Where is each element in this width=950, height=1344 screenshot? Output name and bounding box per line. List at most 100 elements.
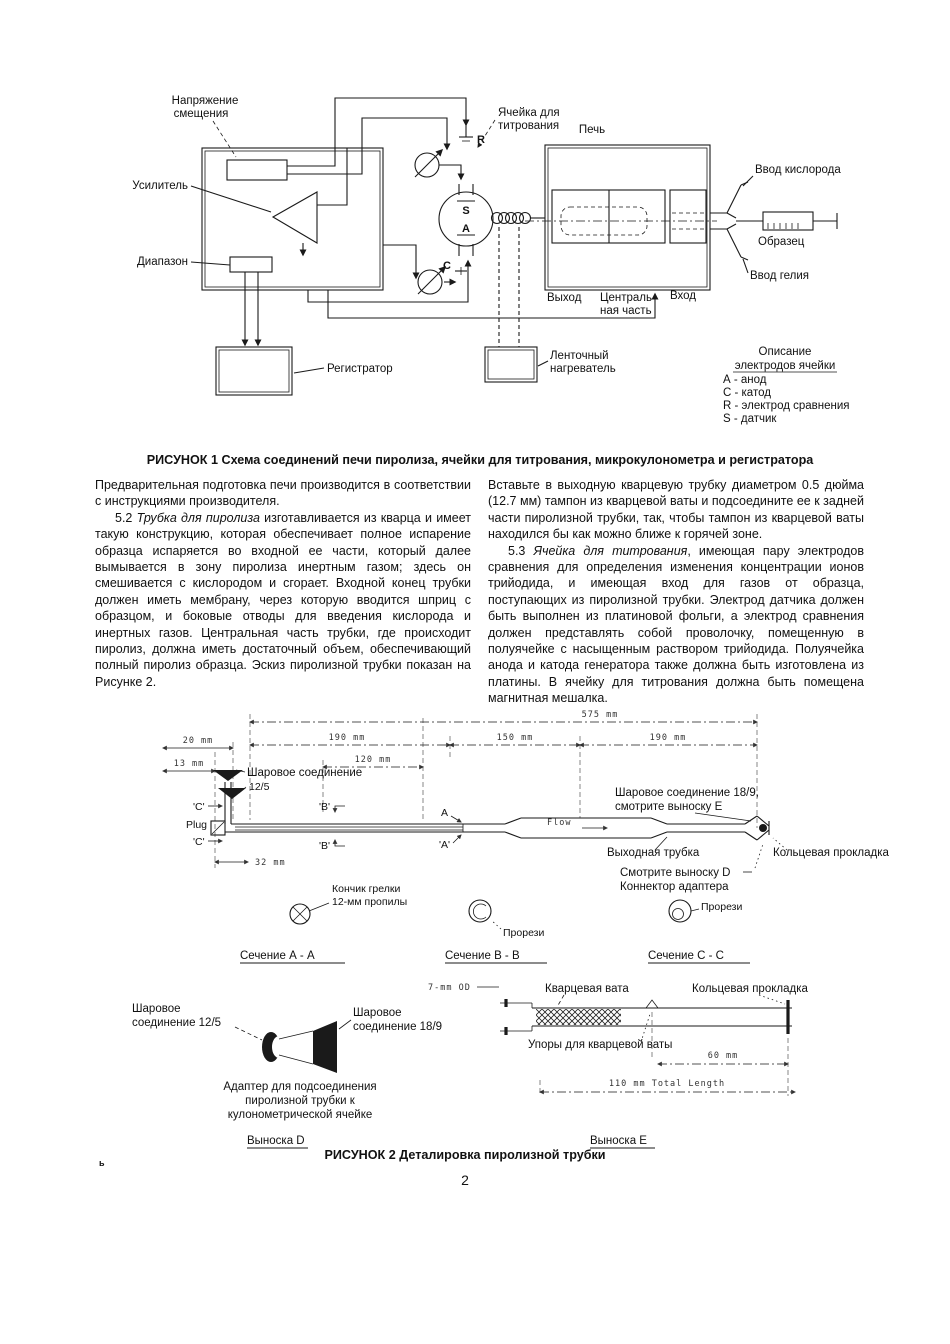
- heater-tip-label-line2: 12-мм пропилы: [332, 896, 407, 908]
- dim-20mm: 20 mm: [183, 736, 214, 746]
- inlet-y-tube: [710, 181, 763, 261]
- paragraph: 5.2 Трубка для пиролиза изготавливается …: [95, 510, 471, 689]
- recorder-box: [215, 346, 293, 396]
- slots-label-b: Прорези: [503, 927, 544, 939]
- b-marker-top-line: [332, 805, 345, 813]
- adapter-connector-leader: [754, 843, 764, 869]
- b-marker-bottom: 'B': [319, 840, 330, 852]
- oxygen-inlet-label: Ввод кислорода: [755, 164, 841, 176]
- helium-inlet-label: Ввод гелия: [750, 270, 809, 282]
- electrode-desc-title-line1: Описание: [759, 346, 812, 358]
- adapter-caption-line1: Адаптер для подсоединения: [223, 1081, 376, 1093]
- oxygen-leader-line: [742, 175, 754, 187]
- recorder-leader-line: [293, 367, 325, 374]
- wool-supports-label: Упоры для кварцевой ваты: [528, 1039, 672, 1051]
- plug-label: Plug: [186, 819, 207, 831]
- bias-voltage-label-line2: смещения: [174, 108, 229, 120]
- section-b-title: Сечение В - В: [445, 950, 520, 962]
- range-box: [229, 256, 273, 273]
- anode-terminal: A: [462, 223, 470, 235]
- adapter-connector-label: Коннектор адаптера: [620, 881, 729, 893]
- dimension-lines: [162, 714, 758, 868]
- ball12-leader-2: [238, 786, 247, 794]
- cell-leader-line: [477, 119, 496, 148]
- outlet-tube-leader: [654, 836, 668, 851]
- electrode-item-anode: А - анод: [723, 374, 767, 386]
- sample-syringe: [762, 211, 838, 231]
- slots-label-c: Прорези: [701, 901, 742, 913]
- inlet-label: Вход: [670, 290, 696, 302]
- quartz-wool-label: Кварцевая вата: [545, 983, 629, 995]
- dim-13mm: 13 mm: [174, 759, 205, 769]
- dim-110mm: 110 mm Total Length: [609, 1079, 725, 1089]
- dim-190mm-left: 190 mm: [329, 733, 366, 743]
- helium-leader-line: [742, 258, 749, 274]
- bias-voltage-label-line1: Напряжение: [172, 95, 239, 107]
- cathode-terminal: C: [443, 260, 451, 272]
- ball-joint-18-9-label-line2: смотрите выноску Е: [615, 801, 723, 813]
- central-part-label-line2: ная часть: [600, 305, 652, 317]
- c-marker-bottom: 'C': [193, 836, 205, 848]
- stray-mark: ь: [99, 1158, 105, 1168]
- furnace-label: Печь: [579, 124, 605, 136]
- ribbon-heater-label-line1: Ленточный: [550, 350, 609, 362]
- detail-d-ball18-label-line2: соединение 18/9: [353, 1021, 442, 1033]
- a-marker-top-line: [450, 815, 462, 823]
- furnace-box: [525, 144, 717, 291]
- detail-d-ball18-label-line1: Шаровое: [353, 1007, 402, 1019]
- body-text: Предварительная подготовка печи производ…: [95, 477, 865, 707]
- callout-e-detail: 7-mm OD Кварцевая вата Кольцевая проклад…: [428, 983, 808, 1149]
- electrode-item-sensor: S - датчик: [723, 413, 777, 425]
- detail-d-ball12-label-line1: Шаровое: [132, 1003, 181, 1015]
- wool-support-bump: [645, 999, 659, 1009]
- ribbon-heater-box: [484, 346, 538, 383]
- figure-1-schematic: Напряжение смещения Усилитель Диапазон Р…: [132, 95, 850, 425]
- plug-cap: [210, 820, 226, 836]
- adapter-caption-line2: пиролизной трубки к: [245, 1095, 356, 1107]
- bias-leader-line: [212, 120, 237, 158]
- dim-150mm: 150 mm: [497, 733, 534, 743]
- a-marker-top: A: [441, 807, 448, 819]
- callout-e-title: Выноска Е: [590, 1135, 647, 1147]
- heater-leader-line: [537, 360, 549, 367]
- o-ring-joint: [759, 824, 767, 832]
- central-part-label-line1: Централь-: [600, 292, 656, 304]
- reference-terminal: R: [477, 134, 485, 146]
- page-number: 2: [461, 1172, 469, 1188]
- electrode-item-reference: R - электрод сравнения: [723, 400, 850, 412]
- paragraph: Предварительная подготовка печи производ…: [95, 478, 471, 509]
- figure-2-caption: РИСУНОК 2 Деталировка пиролизной трубки: [324, 1148, 606, 1162]
- body-column-left: Предварительная подготовка печи производ…: [95, 477, 471, 707]
- titration-cell: [414, 125, 494, 295]
- ball-joint-upper: [213, 770, 243, 781]
- section-a-a: Кончик грелки 12-мм пропилы Сечение А - …: [240, 883, 407, 964]
- a-marker-bottom: 'A': [439, 839, 450, 851]
- figure-2-drawing: 575 mm 190 mm 150 mm 190 mm 20 mm 13 mm …: [132, 710, 889, 1149]
- ball-joint-18-9-label-line1: Шаровое соединение 18/9,: [615, 787, 759, 799]
- body-column-right: Вставьте в выходную кварцевую трубку диа…: [488, 477, 864, 707]
- o-ring-leader: [772, 837, 788, 851]
- dim-32mm: 32 mm: [255, 858, 286, 868]
- sample-label: Образец: [758, 236, 805, 248]
- quartz-wool-packing: [536, 1009, 621, 1025]
- dim-190mm-right: 190 mm: [650, 733, 687, 743]
- dim-120mm: 120 mm: [355, 755, 392, 765]
- ball18-leader: [694, 812, 752, 822]
- range-label: Диапазон: [137, 256, 188, 268]
- dim-60mm: 60 mm: [708, 1051, 739, 1061]
- electrode-desc-title-line2: электродов ячейки: [735, 360, 836, 372]
- b-marker-top: 'B': [319, 801, 330, 813]
- electrode-item-cathode: С - катод: [723, 387, 771, 399]
- range-leader-line: [190, 261, 231, 266]
- ball12-leader-1: [235, 769, 246, 773]
- section-c-title: Сечение С - С: [648, 950, 724, 962]
- paragraph: Вставьте в выходную кварцевую трубку диа…: [488, 478, 864, 542]
- a-marker-bottom-line: [452, 834, 462, 844]
- connecting-coil: [490, 211, 545, 225]
- recorder-label: Регистратор: [327, 363, 393, 375]
- dim-575mm: 575 mm: [582, 710, 619, 720]
- paragraph: 5.3 Ячейка для титрования, имеющая пару …: [488, 543, 864, 706]
- pyrolysis-tube-drawing: [210, 770, 770, 841]
- section-c-c: Прорези Сечение С - С: [648, 899, 750, 964]
- amplifier-label: Усилитель: [132, 180, 188, 192]
